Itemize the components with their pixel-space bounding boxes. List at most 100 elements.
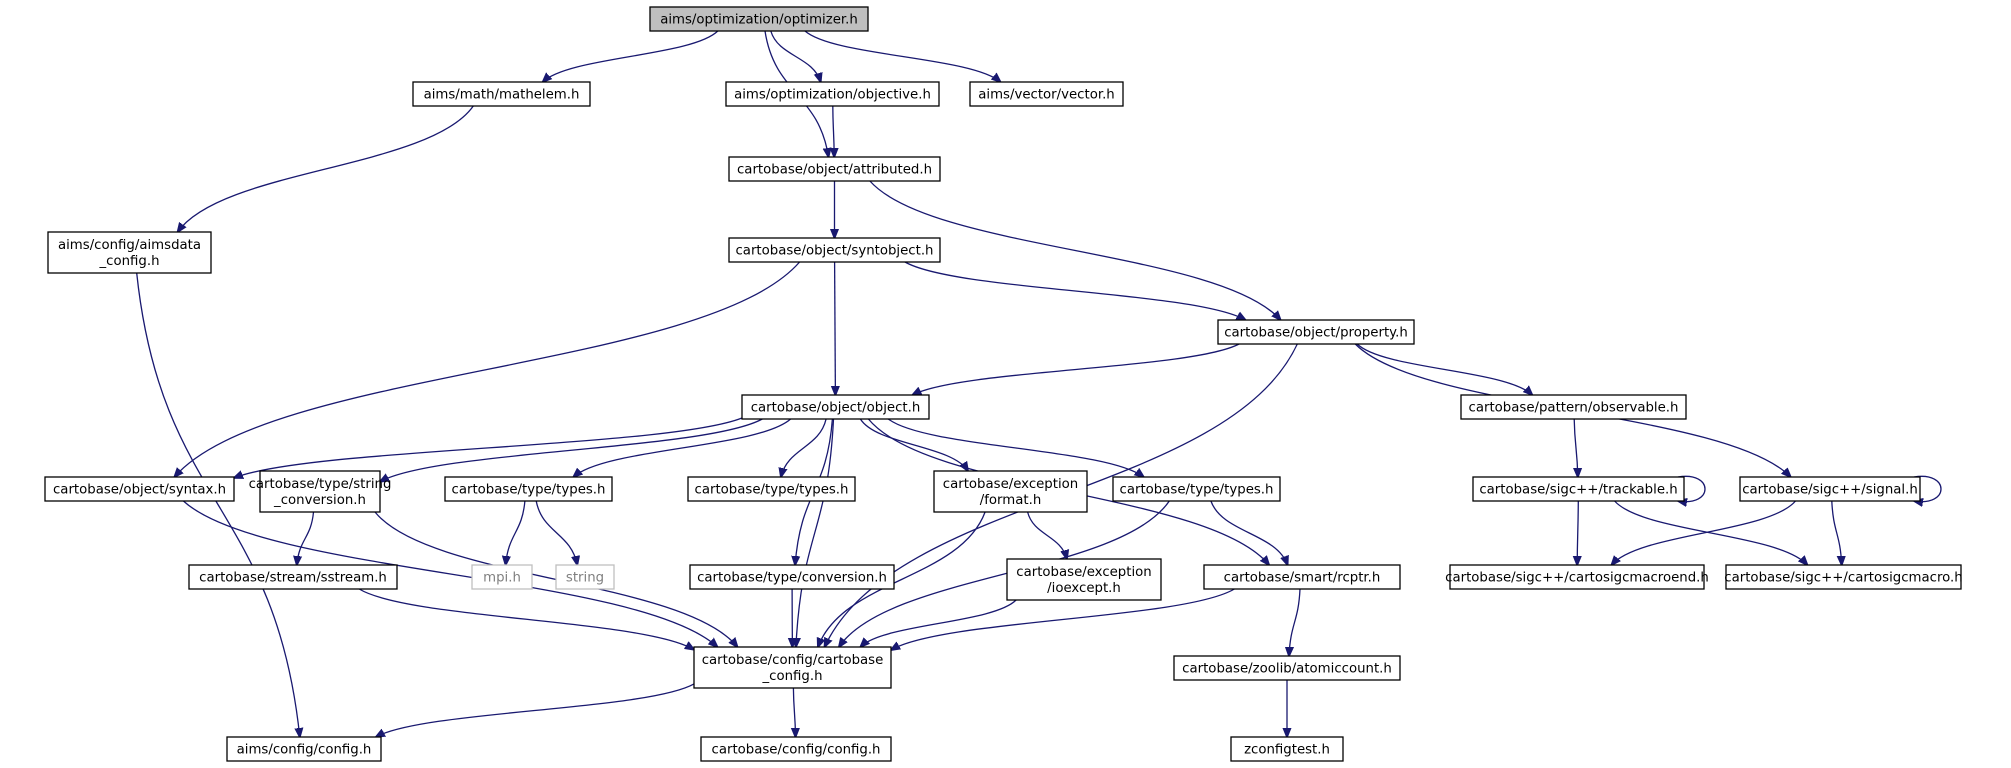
- node-label: cartobase/sigc++/cartosigcmacroend.h: [1445, 571, 1709, 586]
- node-label: cartobase/sigc++/trackable.h: [1479, 483, 1677, 498]
- node-box: [689, 564, 895, 590]
- node-ioexcept[interactable]: cartobase/exception/ioexcept.h: [1006, 558, 1162, 601]
- edge-syntax-to-cartobase_config: [182, 500, 717, 647]
- node-property[interactable]: cartobase/object/property.h: [1217, 319, 1415, 345]
- edge-optimizer-to-objective: [770, 30, 821, 82]
- node-label: cartobase/object/attributed.h: [737, 163, 932, 178]
- edge-format-to-ioexcept: [1026, 511, 1067, 559]
- node-box: [1472, 476, 1685, 502]
- edge-cartobase_config-to-aims_config: [376, 683, 695, 737]
- edge-format-to-cartobase_config: [818, 511, 986, 647]
- edge-trackable-to-cartosigcmacro: [1614, 500, 1808, 565]
- edge-types_c-to-rcptr: [1210, 500, 1288, 565]
- node-label: cartobase/object/syntax.h: [53, 483, 226, 498]
- node-cartosigcmacroend[interactable]: cartobase/sigc++/cartosigcmacroend.h: [1445, 564, 1709, 590]
- edge-optimizer-to-vector: [804, 30, 1001, 82]
- node-box: [649, 6, 869, 32]
- node-label: cartobase/stream/sstream.h: [199, 571, 387, 586]
- node-conversion[interactable]: cartobase/type/conversion.h: [689, 564, 895, 590]
- node-sstream[interactable]: cartobase/stream/sstream.h: [188, 564, 398, 590]
- node-box: [693, 646, 892, 689]
- node-zconfigtest[interactable]: zconfigtest.h: [1230, 736, 1344, 762]
- node-types_b[interactable]: cartobase/type/types.h: [687, 476, 856, 502]
- node-types_c[interactable]: cartobase/type/types.h: [1112, 476, 1281, 502]
- node-optimizer[interactable]: aims/optimization/optimizer.h: [649, 6, 869, 32]
- node-rcptr[interactable]: cartobase/smart/rcptr.h: [1203, 564, 1401, 590]
- node-label: cartobase/type/string: [249, 477, 392, 492]
- node-label: aims/config/config.h: [237, 743, 372, 758]
- node-aims_config[interactable]: aims/config/config.h: [226, 736, 382, 762]
- node-box: [725, 81, 940, 107]
- node-label: mpi.h: [483, 571, 521, 586]
- node-box: [687, 476, 856, 502]
- edge-cartobase_config-to-cartobase_config_config: [793, 687, 795, 737]
- node-label: aims/optimization/optimizer.h: [660, 13, 858, 28]
- node-format[interactable]: cartobase/exception/format.h: [933, 470, 1088, 513]
- node-box: [1217, 319, 1415, 345]
- node-mathelem[interactable]: aims/math/mathelem.h: [412, 81, 591, 107]
- node-attributed[interactable]: cartobase/object/attributed.h: [728, 156, 941, 182]
- node-label: _config.h: [762, 669, 823, 684]
- node-box: [412, 81, 591, 107]
- node-atomiccount[interactable]: cartobase/zoolib/atomiccount.h: [1173, 655, 1401, 681]
- node-syntax[interactable]: cartobase/object/syntax.h: [44, 476, 235, 502]
- node-box: [728, 237, 941, 263]
- node-box: [1449, 564, 1705, 590]
- node-trackable[interactable]: cartobase/sigc++/trackable.h: [1472, 476, 1685, 502]
- node-label: cartobase/exception: [1016, 565, 1151, 580]
- node-box: [188, 564, 398, 590]
- edge-mathelem-to-aimsdata_config: [178, 105, 474, 232]
- edge-types_c-to-cartobase_config: [839, 500, 1170, 647]
- edge-object-to-string_conversion: [380, 418, 763, 482]
- node-box: [1006, 558, 1162, 601]
- node-aimsdata_config[interactable]: aims/config/aimsdata_config.h: [47, 231, 212, 274]
- edge-trackable-to-trackable: [1678, 475, 1706, 501]
- node-label: _config.h: [99, 254, 160, 269]
- node-label: aims/math/mathelem.h: [424, 88, 580, 103]
- edge-optimizer-to-mathelem: [543, 30, 719, 82]
- node-mpi: mpi.h: [471, 564, 533, 590]
- node-box: [471, 564, 533, 590]
- edge-object-to-syntax: [234, 417, 743, 478]
- node-label: cartobase/exception: [943, 477, 1078, 492]
- node-observable[interactable]: cartobase/pattern/observable.h: [1460, 394, 1687, 420]
- edge-objective-to-attributed: [833, 105, 834, 157]
- node-string_conversion[interactable]: cartobase/type/string_conversion.h: [249, 470, 392, 513]
- edge-syntobject-to-object: [835, 261, 836, 395]
- node-box: [44, 476, 235, 502]
- node-label: cartobase/config/config.h: [712, 743, 881, 758]
- edge-types_a-to-string: [535, 500, 577, 565]
- node-label: cartobase/zoolib/atomiccount.h: [1182, 662, 1392, 677]
- node-label: cartobase/type/types.h: [452, 483, 606, 498]
- edge-trackable-to-cartosigcmacroend: [1577, 500, 1578, 565]
- node-box: [933, 470, 1088, 513]
- node-syntobject[interactable]: cartobase/object/syntobject.h: [728, 237, 941, 263]
- node-box: [969, 81, 1124, 107]
- node-label: cartobase/type/conversion.h: [697, 571, 887, 586]
- node-label: cartobase/type/types.h: [1120, 483, 1274, 498]
- node-label: cartobase/object/syntobject.h: [736, 244, 934, 259]
- node-signal[interactable]: cartobase/sigc++/signal.h: [1739, 476, 1921, 502]
- node-cartosigcmacro[interactable]: cartobase/sigc++/cartosigcmacro.h: [1724, 564, 1963, 590]
- node-label: cartobase/pattern/observable.h: [1469, 401, 1679, 416]
- node-box: [1173, 655, 1401, 681]
- node-cartobase_config_config[interactable]: cartobase/config/config.h: [700, 736, 892, 762]
- edge-observable-to-trackable: [1574, 418, 1578, 477]
- node-label: string: [566, 571, 604, 586]
- node-types_a[interactable]: cartobase/type/types.h: [444, 476, 613, 502]
- node-object[interactable]: cartobase/object/object.h: [741, 394, 930, 420]
- edge-syntobject-to-property: [904, 261, 1246, 320]
- node-box: [700, 736, 892, 762]
- node-label: cartobase/sigc++/signal.h: [1742, 483, 1918, 498]
- node-label: aims/optimization/objective.h: [734, 88, 931, 103]
- node-label: aims/config/aimsdata: [58, 238, 201, 253]
- node-cartobase_config[interactable]: cartobase/config/cartobase_config.h: [693, 646, 892, 689]
- node-label: cartobase/object/property.h: [1224, 326, 1408, 341]
- edge-object-to-types_a: [573, 418, 792, 477]
- node-vector[interactable]: aims/vector/vector.h: [969, 81, 1124, 107]
- edge-types_a-to-mpi: [506, 500, 526, 565]
- node-objective[interactable]: aims/optimization/objective.h: [725, 81, 940, 107]
- node-box: [47, 231, 212, 274]
- edge-signal-to-cartosigcmacroend: [1612, 500, 1796, 565]
